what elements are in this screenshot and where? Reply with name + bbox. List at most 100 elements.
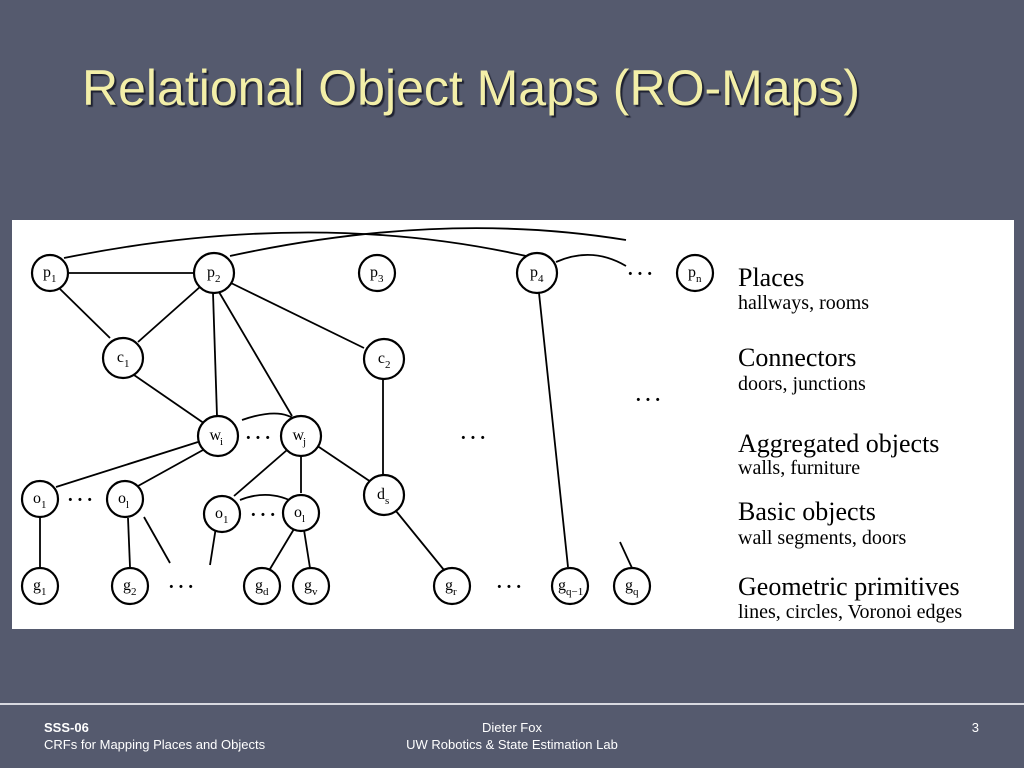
edge-wi-o1a — [55, 441, 199, 488]
ellipsis-aggregated-right: ··· — [459, 423, 488, 452]
node-p2: p 2 — [192, 251, 236, 295]
edge-p1-c1 — [59, 288, 111, 339]
svg-text:l: l — [302, 513, 305, 525]
node-pn: p n — [675, 253, 715, 293]
svg-text:w: w — [209, 427, 221, 444]
node-c1-subscript: 1 — [124, 358, 130, 370]
ellipsis-geometric-left: ··· — [167, 572, 196, 601]
node-g1-label: g — [33, 577, 41, 594]
svg-text:o: o — [118, 490, 126, 507]
edge-p2-c2 — [230, 282, 365, 349]
level-basic-subtitle: wall segments, doors — [738, 527, 907, 549]
node-p1-label: p — [43, 264, 51, 281]
svg-text:s: s — [385, 495, 389, 507]
ellipsis-geometric-right: ··· — [495, 572, 524, 601]
edge-ds-gr — [395, 510, 445, 571]
node-g2-label: g — [123, 577, 131, 594]
node-wi-subscript: i — [220, 436, 223, 448]
ellipsis-marks: ··· ··· ··· ··· ··· ··· ··· ··· — [66, 259, 662, 601]
node-ol-left-label: o — [118, 490, 126, 507]
level-legend: Places hallways, rooms Connectors doors,… — [738, 263, 962, 623]
edge-olb-gv — [303, 529, 311, 569]
svg-text:o: o — [294, 504, 302, 521]
node-c1: c 1 — [101, 336, 145, 380]
svg-text:g: g — [123, 577, 131, 594]
footer-event: SSS-06 — [44, 720, 89, 735]
svg-text:o: o — [33, 490, 41, 507]
node-g1: g 1 — [20, 566, 60, 606]
node-o1-right: o 1 — [202, 494, 242, 534]
node-o1-left-subscript: 1 — [41, 499, 47, 511]
svg-text:w: w — [292, 427, 304, 444]
svg-text:g: g — [304, 577, 312, 594]
svg-text:c: c — [378, 350, 385, 367]
edge-arc-p4-beyond — [555, 253, 627, 267]
node-p1-subscript: 1 — [51, 273, 57, 285]
node-p4: p 4 — [515, 251, 559, 295]
node-ds: d s — [362, 473, 406, 517]
node-c1-label: c — [117, 349, 124, 366]
node-ds-subscript: s — [385, 495, 389, 507]
slide-title: Relational Object Maps (RO-Maps) — [82, 60, 861, 116]
edges — [39, 272, 633, 571]
edge-p2-wi — [212, 292, 218, 417]
svg-text:2: 2 — [131, 586, 137, 598]
node-gq-1-subscript: q−1 — [566, 586, 583, 598]
svg-text:o: o — [215, 505, 223, 522]
node-p4-label: p — [530, 264, 538, 281]
level-places-title: Places — [738, 263, 804, 292]
level-connectors-title: Connectors — [738, 343, 856, 372]
node-ol-left: o l — [105, 479, 145, 519]
footer-lab: UW Robotics & State Estimation Lab — [406, 737, 618, 752]
ellipsis-places: ··· — [626, 259, 655, 288]
node-p2-subscript: 2 — [215, 273, 221, 285]
node-gq: g q — [612, 566, 652, 606]
node-gr-subscript: r — [453, 586, 457, 598]
node-gr: g r — [432, 566, 472, 606]
svg-text:g: g — [445, 577, 453, 594]
node-p3-subscript: 3 — [378, 273, 384, 285]
node-g2: g 2 — [110, 566, 150, 606]
level-aggregated-title: Aggregated objects — [738, 429, 939, 458]
svg-text:j: j — [302, 436, 306, 448]
edge-arc-p1-p4 — [63, 231, 527, 259]
svg-text:2: 2 — [385, 359, 391, 371]
svg-text:1: 1 — [223, 514, 229, 526]
svg-text:i: i — [220, 436, 223, 448]
svg-text:p: p — [370, 264, 378, 281]
svg-text:1: 1 — [51, 273, 57, 285]
edge-wj-ds — [315, 444, 372, 483]
level-places-subtitle: hallways, rooms — [738, 292, 869, 314]
node-p3: p 3 — [357, 253, 397, 293]
node-ds-label: d — [377, 486, 385, 503]
footer-talk-title: CRFs for Mapping Places and Objects — [44, 737, 266, 752]
node-g1-subscript: 1 — [41, 586, 47, 598]
svg-text:q−1: q−1 — [566, 586, 583, 598]
svg-text:p: p — [43, 264, 51, 281]
svg-text:2: 2 — [215, 273, 221, 285]
svg-text:q: q — [633, 586, 639, 598]
node-c2: c 2 — [362, 337, 406, 381]
footer-divider — [0, 703, 1024, 705]
footer-center: Dieter Fox UW Robotics & State Estimatio… — [398, 719, 626, 753]
ellipsis-aggregated-mid: ··· — [244, 423, 273, 452]
ellipsis-basic-left: ··· — [66, 485, 95, 514]
node-ol-right: o l — [281, 493, 321, 533]
svg-text:l: l — [126, 499, 129, 511]
node-gd-label: g — [255, 577, 263, 594]
node-wi-label: w — [209, 427, 221, 444]
svg-text:v: v — [312, 586, 318, 598]
edge-stub-o1b — [209, 526, 217, 566]
footer-author: Dieter Fox — [482, 720, 542, 735]
footer-page-number: 3 — [971, 720, 979, 735]
edge-stub-gq — [619, 541, 633, 569]
node-wi: w i — [196, 414, 240, 458]
node-ol-right-label: o — [294, 504, 302, 521]
svg-text:g: g — [625, 577, 633, 594]
level-aggregated-subtitle: walls, furniture — [738, 457, 860, 479]
edge-ola-g2 — [127, 517, 131, 568]
edge-olb-gd — [269, 528, 295, 570]
svg-text:p: p — [530, 264, 538, 281]
node-gv: g v — [291, 566, 331, 606]
node-pn-label: p — [688, 264, 696, 281]
